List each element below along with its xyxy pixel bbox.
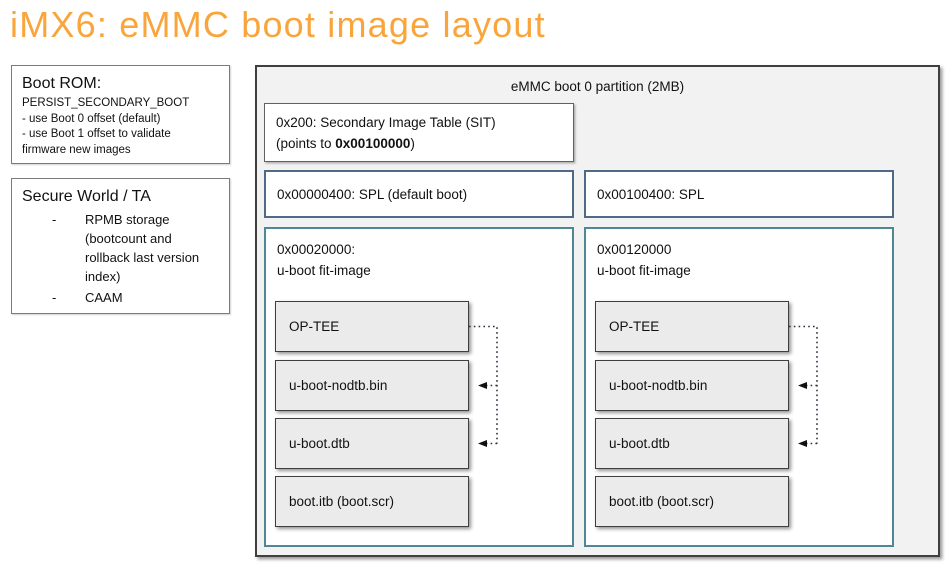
- sit-line1: 0x200: Secondary Image Table (SIT): [276, 115, 496, 130]
- emmc-boot0-partition-box: eMMC boot 0 partition (2MB) 0x200: Secon…: [255, 65, 940, 557]
- component-boot-itb: boot.itb (boot.scr): [275, 476, 469, 527]
- uboot-fit-image-box-secondary: 0x00120000 u-boot fit-image OP-TEE u-boo…: [584, 227, 894, 547]
- fit-image-offset: 0x00020000:: [277, 242, 356, 257]
- bullet-dash: -: [52, 212, 57, 227]
- boot-rom-line: - use Boot 1 offset to validate: [22, 128, 171, 140]
- boot-rom-box: Boot ROM: PERSIST_SECONDARY_BOOT - use B…: [11, 65, 230, 164]
- sit-line2: (points to 0x00100000): [276, 136, 415, 151]
- component-op-tee: OP-TEE: [595, 301, 789, 352]
- page-title: iMX6: eMMC boot image layout: [10, 4, 546, 45]
- component-uboot-dtb: u-boot.dtb: [275, 418, 469, 469]
- secure-world-bullet-caam: - CAAM: [22, 288, 212, 307]
- sit-pointer-address: 0x00100000: [335, 136, 411, 151]
- secondary-image-table-box: 0x200: Secondary Image Table (SIT) (poin…: [264, 103, 574, 162]
- bullet-dash: -: [52, 290, 57, 305]
- component-boot-itb: boot.itb (boot.scr): [595, 476, 789, 527]
- spl-default-boot-box: 0x00000400: SPL (default boot): [264, 170, 574, 218]
- boot-rom-line: - use Boot 0 offset (default): [22, 112, 161, 125]
- secure-world-heading: Secure World / TA: [22, 188, 151, 205]
- component-uboot-dtb: u-boot.dtb: [595, 418, 789, 469]
- fit-image-label: 0x00020000: u-boot fit-image: [277, 239, 371, 281]
- component-uboot-nodtb: u-boot-nodtb.bin: [275, 360, 469, 411]
- partition-title: eMMC boot 0 partition (2MB): [510, 79, 685, 94]
- fit-image-name: u-boot fit-image: [597, 263, 691, 278]
- spl-secondary-box: 0x00100400: SPL: [584, 170, 894, 218]
- uboot-fit-image-box-primary: 0x00020000: u-boot fit-image OP-TEE u-bo…: [264, 227, 574, 547]
- component-op-tee: OP-TEE: [275, 301, 469, 352]
- secure-world-box: Secure World / TA - RPMB storage (bootco…: [11, 178, 230, 314]
- bullet-text: CAAM: [85, 290, 123, 305]
- component-uboot-nodtb: u-boot-nodtb.bin: [595, 360, 789, 411]
- boot-rom-line: PERSIST_SECONDARY_BOOT: [22, 97, 190, 109]
- boot-rom-line: firmware new images: [22, 143, 131, 156]
- bullet-text: RPMB storage (bootcount and rollback las…: [85, 212, 200, 284]
- secure-world-bullet-rpmb: - RPMB storage (bootcount and rollback l…: [22, 210, 212, 286]
- fit-image-name: u-boot fit-image: [277, 263, 371, 278]
- boot-rom-heading: Boot ROM:: [22, 75, 102, 92]
- fit-image-offset: 0x00120000: [597, 242, 672, 257]
- fit-image-label: 0x00120000 u-boot fit-image: [597, 239, 691, 281]
